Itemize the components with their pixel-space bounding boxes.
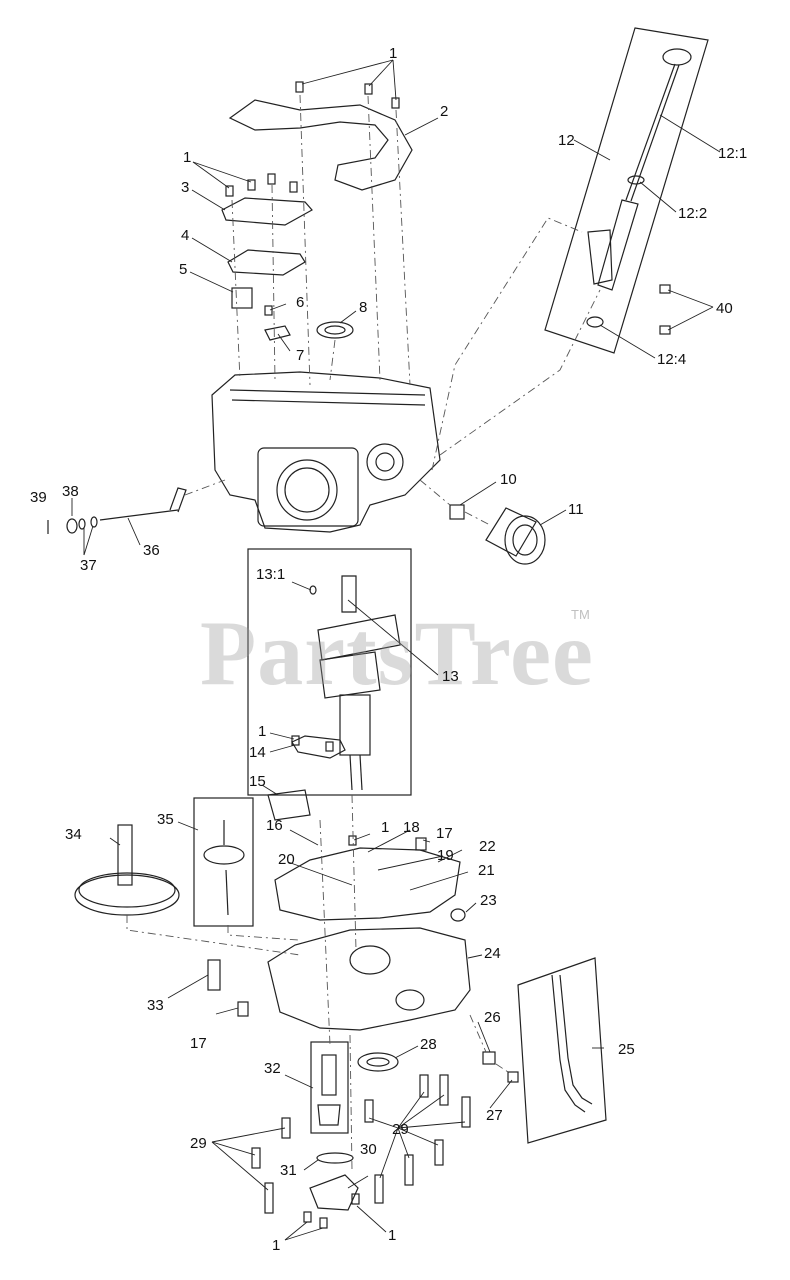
label-2: 2 (440, 103, 449, 120)
part-5 (231, 287, 253, 309)
label-23: 23 (480, 892, 497, 909)
label-10: 10 (500, 471, 517, 488)
label-1: 1 (389, 45, 398, 62)
label-20: 20 (278, 851, 295, 868)
label-18: 18 (403, 819, 420, 836)
leader-lines (71, 59, 721, 1241)
fitting-26 (482, 1051, 496, 1065)
label-29: 29 (190, 1135, 207, 1152)
label-32: 32 (264, 1060, 281, 1077)
gasket-4 (227, 249, 306, 276)
dipstick-assembly (544, 27, 709, 354)
bolts-29 (251, 1074, 471, 1214)
label-1: 1 (183, 149, 192, 166)
label-12-4: 12:4 (657, 351, 687, 368)
label-26: 26 (484, 1009, 501, 1026)
watermark: PartsTree (200, 602, 594, 704)
label-27: 27 (486, 1107, 503, 1124)
clip-7 (264, 325, 291, 341)
pin-17b (237, 1001, 249, 1017)
crankshaft-assembly (247, 548, 412, 796)
washer-38 (66, 518, 78, 534)
label-13-1: 13:1 (256, 566, 286, 583)
label-1: 1 (258, 723, 267, 740)
part-15 (267, 789, 311, 821)
label-12-2: 12:2 (678, 205, 708, 222)
label-34: 34 (65, 826, 82, 843)
label-1: 1 (272, 1237, 281, 1254)
plug-23 (450, 908, 466, 922)
label-31: 31 (280, 1162, 297, 1179)
label-11: 11 (568, 501, 584, 518)
drain-hose-25 (517, 957, 607, 1144)
label-25: 25 (618, 1041, 635, 1058)
oil-filter-11 (485, 507, 546, 565)
assembly-lines (126, 94, 601, 1171)
seal-8 (316, 321, 354, 339)
seal-28 (357, 1052, 399, 1072)
bolts-1 (225, 81, 400, 1229)
label-17: 17 (436, 825, 453, 842)
label-13: 13 (442, 668, 459, 685)
label-28: 28 (420, 1036, 437, 1053)
label-6: 6 (296, 294, 305, 311)
o-ring-31 (316, 1152, 354, 1164)
cover-plate-3 (221, 197, 313, 226)
watermark-tm: TM (571, 607, 590, 622)
label-15: 15 (249, 773, 266, 790)
fitting-10 (449, 504, 465, 520)
governor-shaft-36 (99, 509, 179, 521)
label-38: 38 (62, 483, 79, 500)
bolt-40a (659, 284, 671, 294)
label-16: 16 (266, 817, 283, 834)
engine-block (211, 371, 441, 533)
label-8: 8 (359, 299, 368, 316)
label-7: 7 (296, 347, 305, 364)
bracket-2 (228, 99, 413, 191)
fitting-27 (507, 1071, 519, 1083)
governor-assembly-35 (193, 797, 254, 927)
oil-pickup-32 (310, 1041, 349, 1134)
gasket-22 (274, 847, 461, 921)
label-19: 19 (437, 847, 454, 864)
part-33 (207, 959, 221, 991)
bolt-40b (659, 325, 671, 335)
label-22: 22 (479, 838, 496, 855)
label-30: 30 (360, 1141, 377, 1158)
label-14: 14 (249, 744, 266, 761)
label-17: 17 (190, 1035, 207, 1052)
label-33: 33 (147, 997, 164, 1014)
plate-30 (309, 1174, 359, 1211)
label-3: 3 (181, 179, 190, 196)
label-40: 40 (716, 300, 733, 317)
label-21: 21 (478, 862, 495, 879)
label-29: 29 (392, 1121, 409, 1138)
crankcase-cover-24 (267, 927, 471, 1031)
label-1: 1 (381, 819, 390, 836)
label-4: 4 (181, 227, 190, 244)
camshaft-34 (74, 824, 180, 916)
label-5: 5 (179, 261, 188, 278)
plate-14 (291, 735, 346, 759)
label-39: 39 (30, 489, 47, 506)
label-35: 35 (157, 811, 174, 828)
label-24: 24 (484, 945, 501, 962)
label-12-1: 12:1 (718, 145, 748, 162)
label-37: 37 (80, 557, 97, 574)
label-12: 12 (558, 132, 575, 149)
pin-17a (415, 837, 427, 851)
label-1: 1 (388, 1227, 397, 1244)
label-36: 36 (143, 542, 160, 559)
